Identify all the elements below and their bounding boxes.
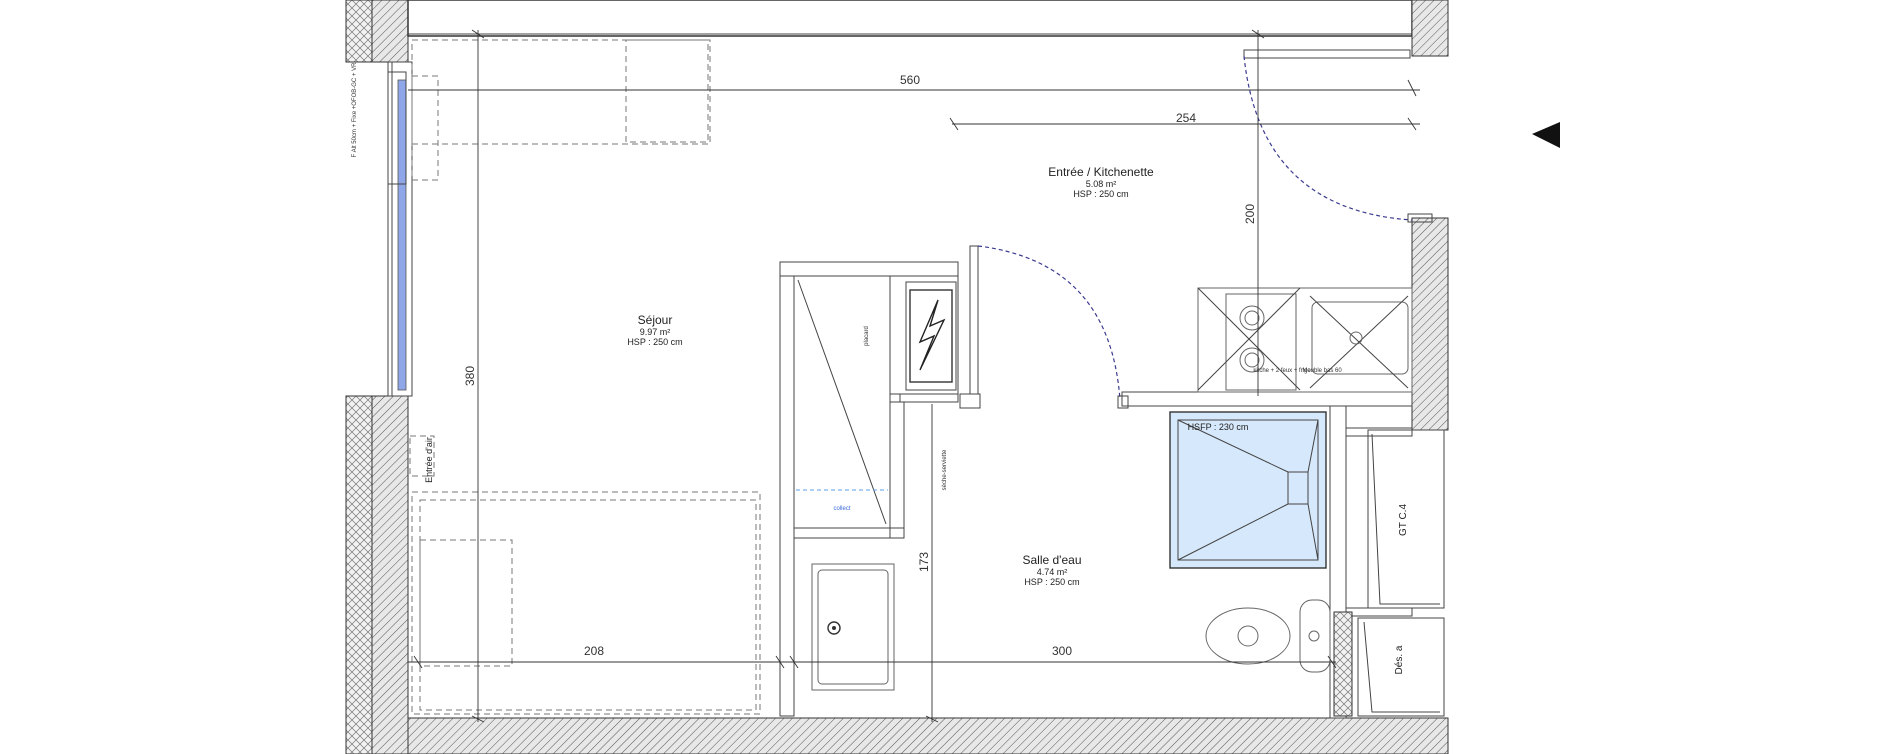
- kitchen-bath-partition: [1121, 391, 1413, 407]
- left-wall-upper: [371, 0, 409, 63]
- shower: [1169, 411, 1327, 569]
- seche-serviette-label: sèche-serviette: [942, 449, 948, 490]
- gaine-technique-label: GT C.4: [1398, 504, 1409, 536]
- toilet: [1205, 599, 1331, 673]
- collect-label: collect: [833, 506, 850, 512]
- plaque-label: kitche + 2 feux + frigo: [1253, 368, 1311, 374]
- placard-label: placard: [864, 326, 870, 346]
- table-outline: [625, 39, 711, 143]
- sejour-name: Séjour: [638, 313, 673, 327]
- desenfumage-label: Dés. a: [1394, 645, 1405, 674]
- salle-eau-name: Salle d'eau: [1022, 553, 1081, 567]
- salle-eau-height: HSP : 250 cm: [1024, 577, 1079, 587]
- left-insulation-upper: [345, 0, 373, 63]
- top-wall: [407, 0, 1413, 37]
- bottom-wall: [407, 717, 1449, 754]
- left-insulation-lower: [345, 395, 373, 754]
- air-intake-label: Entrée d'air: [424, 437, 434, 483]
- entree-area: 5.08 m²: [1086, 179, 1117, 189]
- washbasin: [811, 563, 895, 691]
- dim-height-bath: 173: [917, 552, 931, 572]
- dimension-lines: [408, 29, 1420, 723]
- window-annotation: F Alt 50cm + Fixe +OFOB-GC + VR: [352, 62, 358, 158]
- bed-outline: [411, 491, 761, 715]
- meuble-bas-label: Meuble bas 60: [1302, 368, 1342, 374]
- bath-door-leaf: [969, 245, 979, 395]
- entree-name: Entrée / Kitchenette: [1048, 165, 1154, 179]
- dim-height-sejour: 380: [463, 366, 477, 386]
- gaine-technique: [1367, 429, 1445, 609]
- dim-width-bottom-right: 300: [1052, 644, 1072, 658]
- dim-width-bottom-left: 208: [584, 644, 604, 658]
- electric-panel-icon: [909, 289, 953, 383]
- right-wall-upper: [1411, 0, 1449, 57]
- entree-height: HSP : 250 cm: [1073, 189, 1128, 199]
- shower-height-label: HSFP : 230 cm: [1188, 422, 1249, 432]
- entry-door-leaf: [1243, 49, 1411, 59]
- salle-eau-area: 4.74 m²: [1037, 567, 1068, 577]
- kitchenette: [1197, 287, 1413, 393]
- right-wall-lower: [1411, 217, 1449, 431]
- dim-width-entry: 254: [1176, 111, 1196, 125]
- sejour-height: HSP : 250 cm: [627, 337, 682, 347]
- desenfumage-shaft: [1357, 617, 1445, 717]
- pillow-outline: [419, 539, 513, 667]
- sejour-area: 9.97 m²: [640, 327, 671, 337]
- north-arrow-icon: [1532, 122, 1560, 148]
- dim-height-entry: 200: [1243, 204, 1257, 224]
- left-wall-lower: [371, 395, 409, 754]
- dim-width-top: 560: [900, 73, 920, 87]
- placard-block: [779, 261, 959, 717]
- window: [387, 61, 439, 397]
